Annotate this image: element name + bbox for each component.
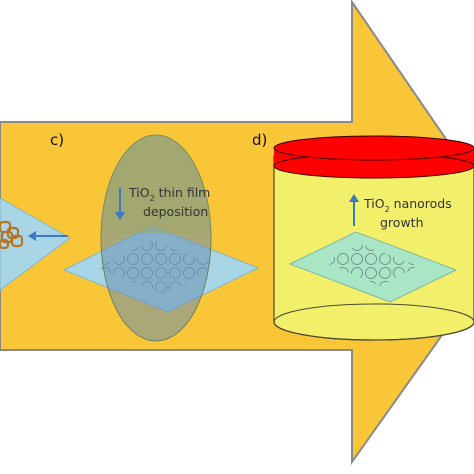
deposition-caption-line1: TiO2 thin film (128, 185, 210, 203)
patterned-substrate (0, 197, 71, 291)
arrow-up-icon (349, 194, 359, 226)
growth-caption-line2: growth (380, 215, 424, 230)
panel-d-label: d) (252, 131, 267, 149)
arrow-left-icon (28, 231, 68, 241)
arrow-down-icon (115, 188, 125, 220)
nanorod-substrate (288, 231, 458, 303)
panel-c-label: c) (50, 131, 64, 149)
copper-pattern (0, 220, 24, 250)
deposition-caption-line2: deposition (143, 204, 208, 219)
beaker-lid (273, 135, 474, 179)
growth-caption-line1: TiO2 nanorods (363, 196, 452, 214)
